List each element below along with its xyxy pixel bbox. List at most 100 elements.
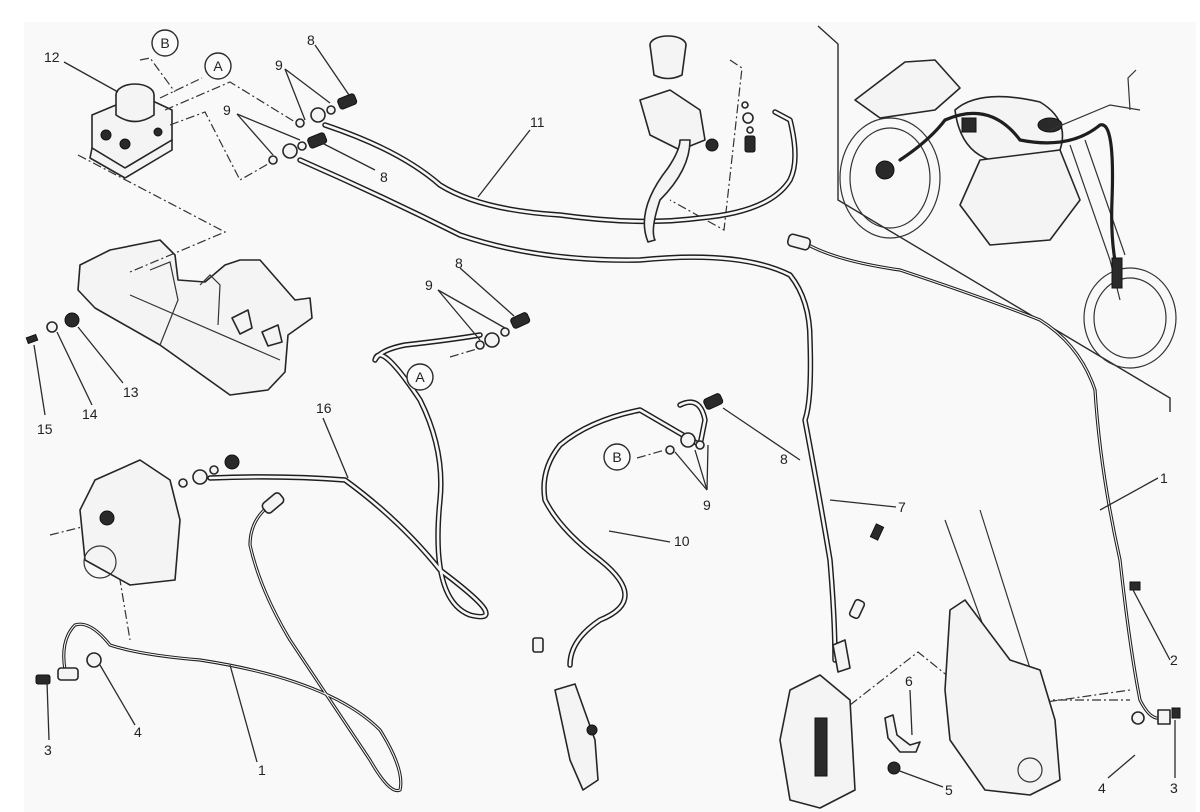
leader-9b-1 xyxy=(236,113,274,156)
mc-washer-1 xyxy=(741,101,749,109)
rear-wheel xyxy=(839,117,941,239)
front-sensor-spacer xyxy=(1131,711,1145,725)
rear-brake-caliper xyxy=(79,454,240,586)
rear-washer-2 xyxy=(209,465,219,475)
abs-to-upper-fitting-dashline xyxy=(164,81,301,126)
leader-1b xyxy=(1099,477,1159,511)
callout-10: 10 xyxy=(674,533,690,549)
callout-8d: 8 xyxy=(780,451,788,467)
leader-9c-2 xyxy=(437,289,506,329)
leader-12 xyxy=(63,61,119,93)
bracket-body xyxy=(77,239,313,396)
cable-grommet-2 xyxy=(1129,581,1141,591)
connector-a-top-label: A xyxy=(213,58,223,74)
washer-b-2 xyxy=(695,440,705,450)
connector-b-top: B xyxy=(151,29,179,57)
mc-washer-2 xyxy=(746,126,754,134)
rear-washer-1 xyxy=(178,478,188,488)
washer-upper-2 xyxy=(326,105,336,115)
overview-rear-caliper xyxy=(875,160,895,180)
callout-8a: 8 xyxy=(307,32,315,48)
leader-8b xyxy=(319,141,376,171)
leader-9d-2 xyxy=(694,449,708,491)
rear-caliper-mount-hole xyxy=(83,545,117,579)
leader-2 xyxy=(1131,587,1171,661)
callout-5: 5 xyxy=(945,782,953,798)
hose-10-inner xyxy=(542,400,707,667)
banjo-upper xyxy=(310,107,326,123)
rear-speed-sensor xyxy=(57,667,79,681)
rear-mc-bolt xyxy=(532,637,544,653)
rear-wheel-rim xyxy=(849,127,931,229)
connector-a-mid-label: A xyxy=(415,369,425,385)
callout-4-front: 4 xyxy=(1098,780,1106,796)
screw-5 xyxy=(887,761,901,775)
connector-b-mid-label: B xyxy=(612,449,621,465)
leader-8c xyxy=(459,267,515,317)
abs-port-1 xyxy=(100,129,112,141)
washer xyxy=(46,321,58,333)
connector-b-fitting-dashline xyxy=(636,449,666,459)
engine xyxy=(959,149,1081,246)
leader-3a xyxy=(46,681,50,741)
front-master-cylinder xyxy=(639,35,756,243)
callout-3-rear: 3 xyxy=(44,742,52,758)
connector-a-mid: A xyxy=(406,363,434,391)
master-cylinder-body xyxy=(639,89,706,151)
front-sensor-screw xyxy=(1171,707,1181,719)
callout-2: 2 xyxy=(1170,652,1178,668)
rear-sensor-spacer xyxy=(86,652,102,668)
leader-9d-1 xyxy=(674,451,708,491)
callout-9c: 9 xyxy=(425,277,433,293)
rear-caliper-dashline xyxy=(49,519,131,641)
leader-9a-1 xyxy=(284,68,306,121)
washer-b-1 xyxy=(665,445,675,455)
banjo-b xyxy=(680,432,696,448)
leader-16 xyxy=(322,417,349,479)
callout-14: 14 xyxy=(82,406,98,422)
banjo-a xyxy=(484,332,500,348)
banjo-bolt-b xyxy=(703,393,724,410)
rear-banjo-bolt xyxy=(224,454,240,470)
leader-9a-2 xyxy=(284,68,331,104)
abs-mounting-bracket xyxy=(77,239,313,396)
bracket-rib-1 xyxy=(149,261,179,346)
callout-1-front: 1 xyxy=(1160,470,1168,486)
rear-banjo xyxy=(192,469,208,485)
rear-abs-sensor-cable-inner xyxy=(63,504,402,792)
callout-6: 6 xyxy=(905,673,913,689)
washer-a-1 xyxy=(475,340,485,350)
banjo-lower xyxy=(282,143,298,159)
leader-14 xyxy=(56,331,93,406)
leader-8a xyxy=(314,44,350,96)
callout-15: 15 xyxy=(37,421,53,437)
rear-caliper-piston xyxy=(99,510,115,526)
callout-7: 7 xyxy=(898,499,906,515)
connector-b-top-label: B xyxy=(160,35,169,51)
rubber-grommet xyxy=(64,312,80,328)
connector-b-mid: B xyxy=(603,443,631,471)
rear-mc-body xyxy=(554,683,599,791)
connector-b-top-circle xyxy=(151,29,179,57)
washer-lower-1 xyxy=(268,155,278,165)
banjo-bolt-upper xyxy=(337,93,358,110)
abs-to-lower-fitting-dashline xyxy=(169,111,276,181)
washer-upper-1 xyxy=(295,118,305,128)
rear-master-cylinder xyxy=(532,637,599,791)
front-caliper-banjo xyxy=(832,639,851,673)
rear-sensor-connector xyxy=(261,492,285,514)
overview-hoses xyxy=(898,111,1122,284)
seat xyxy=(854,59,961,119)
leader-5 xyxy=(896,769,944,788)
fitting-group-a xyxy=(475,312,531,350)
washer-lower-2 xyxy=(297,141,307,151)
leader-9b-2 xyxy=(236,113,301,141)
bracket-clip-2 xyxy=(261,324,283,347)
callout-11: 11 xyxy=(530,114,545,130)
lever-pivot xyxy=(705,138,719,152)
cable-clip-6 xyxy=(884,714,921,753)
connector-a-mid-circle xyxy=(406,363,434,391)
leader-7 xyxy=(829,499,897,508)
mirror xyxy=(1127,69,1137,111)
leader-11 xyxy=(477,129,531,198)
